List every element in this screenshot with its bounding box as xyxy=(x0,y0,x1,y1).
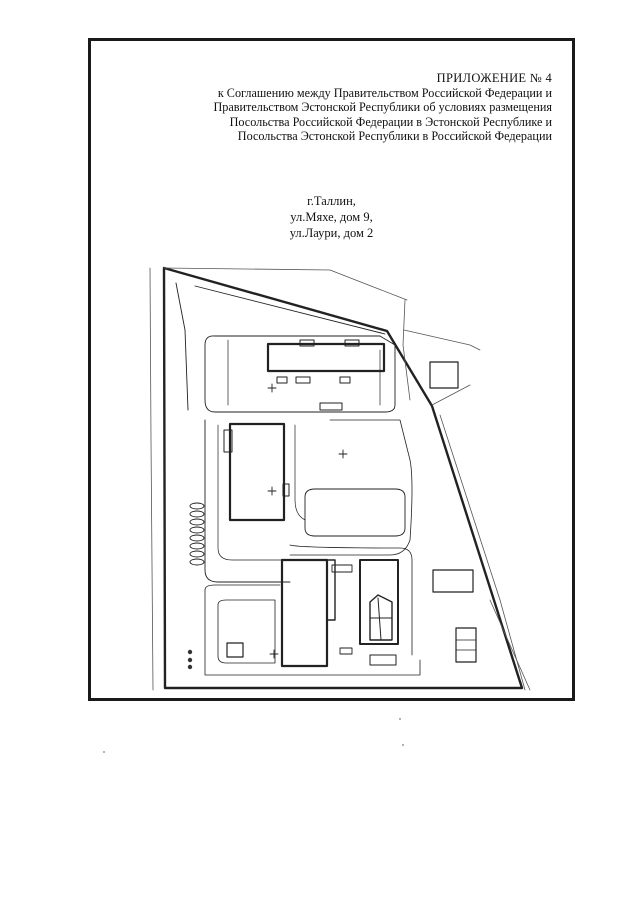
street-line-right-1 xyxy=(402,299,411,401)
document-frame: ПРИЛОЖЕНИЕ № 4 к Соглашению между Правит… xyxy=(88,38,575,701)
shed-3 xyxy=(339,376,351,384)
street-line-right-2 xyxy=(403,329,481,351)
scan-speck-3 xyxy=(103,751,105,753)
street-line-top xyxy=(163,267,408,301)
building-southeast-roof xyxy=(369,594,393,641)
annex-subtitle-line-2: Правительством Эстонской Республики об у… xyxy=(213,100,552,115)
shed-2 xyxy=(295,376,311,384)
small-box-2 xyxy=(339,647,353,655)
tree-mark-3 xyxy=(269,649,279,659)
address-street-2: ул.Лаури, дом 2 xyxy=(289,226,374,240)
annex-subtitle-line-1: к Соглашению между Правительством Россий… xyxy=(217,85,552,100)
annex-subtitle-line-4: Посольства Эстонской Республики в Россий… xyxy=(237,129,552,144)
small-box-3 xyxy=(331,564,353,573)
guard-booth xyxy=(226,642,244,658)
driveway-road xyxy=(289,419,413,556)
roof-ridge xyxy=(377,597,382,641)
building-north-notch-2 xyxy=(344,339,360,347)
inner-curb-top xyxy=(175,282,189,411)
building-southeast xyxy=(359,559,399,645)
plot-boundary xyxy=(162,266,524,690)
driveway-inner-upper xyxy=(227,339,381,406)
scan-speck-2 xyxy=(402,744,404,746)
outbuilding-east-1 xyxy=(429,361,459,389)
steps-west xyxy=(189,502,205,566)
driveway-left-inner xyxy=(217,424,291,561)
scan-speck-1 xyxy=(399,718,401,720)
annex-title: ПРИЛОЖЕНИЕ № 4 xyxy=(436,71,552,85)
map-mark-3 xyxy=(187,664,193,670)
tree-mark-4 xyxy=(338,449,348,459)
lower-drive xyxy=(289,544,413,656)
building-north xyxy=(266,342,386,373)
small-box-1 xyxy=(369,654,397,666)
tree-mark-1 xyxy=(267,383,277,393)
street-line-diag xyxy=(431,384,471,406)
address-street-1: ул.Мяхе, дом 9, xyxy=(290,210,373,224)
building-south xyxy=(280,558,329,668)
outbuilding-east-3 xyxy=(455,627,477,663)
address-city: г.Таллин, xyxy=(307,194,356,208)
driveway-middle xyxy=(294,424,306,521)
building-west-porch xyxy=(223,429,233,453)
address-block: г.Таллин, ул.Мяхе, дом 9, ул.Лаури, дом … xyxy=(91,193,572,241)
annex-header: ПРИЛОЖЕНИЕ № 4 к Соглашению между Правит… xyxy=(132,71,552,144)
street-line-right-4 xyxy=(489,599,531,691)
building-north-notch xyxy=(299,339,315,347)
tree-mark-2 xyxy=(267,486,277,496)
outbuilding-east-2 xyxy=(432,569,474,593)
annex-subtitle-line-3: Посольства Российской Федерации в Эстонс… xyxy=(229,114,552,129)
map-mark-1 xyxy=(187,649,193,655)
lower-left-drive xyxy=(217,599,276,664)
inner-curb-upper xyxy=(194,285,386,335)
driveway-left xyxy=(204,419,291,583)
street-line-left xyxy=(149,267,154,691)
shed-4 xyxy=(319,402,343,411)
map-mark-2 xyxy=(187,657,193,663)
street-line-right-3 xyxy=(439,414,526,691)
building-west xyxy=(228,422,286,522)
building-west-step xyxy=(282,483,290,497)
lower-left-drive-outer xyxy=(204,584,421,676)
driveway-loop-upper xyxy=(204,335,396,413)
building-south-ext xyxy=(326,559,336,621)
shed-1 xyxy=(276,376,288,384)
parking-lot xyxy=(304,488,406,537)
